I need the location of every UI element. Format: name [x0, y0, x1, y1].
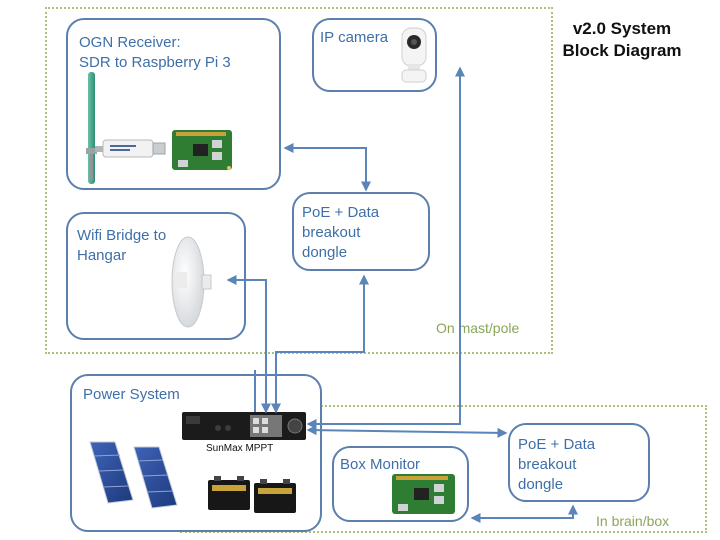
mppt-caption: SunMax MPPT	[206, 443, 274, 454]
wifi-dish-icon	[171, 236, 212, 328]
raspberry-pi-box-icon	[392, 474, 455, 514]
box-zone-label: In brain/box	[594, 513, 672, 529]
battery-icon	[208, 476, 296, 513]
wifi-bridge-label: Wifi Bridge to Hangar	[77, 227, 167, 264]
ogn-receiver-label: OGN Receiver: SDR to Raspberry Pi 3	[79, 34, 231, 71]
box-monitor-label: Box Monitor	[340, 456, 421, 473]
wifi-bridge-box	[66, 212, 246, 340]
poe-dongle-box-label: PoE + Data breakout dongle	[518, 436, 596, 493]
ip-camera-label: IP camera	[320, 29, 389, 46]
ip-camera-icon	[401, 27, 427, 83]
poe-dongle-box-box	[508, 423, 650, 502]
mppt-controller-icon	[182, 412, 306, 440]
raspberry-pi-icon	[172, 130, 232, 170]
connection-arrows	[226, 66, 578, 523]
antenna-icon	[86, 72, 97, 184]
diagram-title: v2.0 System Block Diagram	[562, 19, 682, 60]
solar-panel-icon	[89, 441, 178, 509]
power-system-label: Power System	[83, 386, 180, 403]
usb-sdr-dongle-icon	[95, 139, 166, 158]
